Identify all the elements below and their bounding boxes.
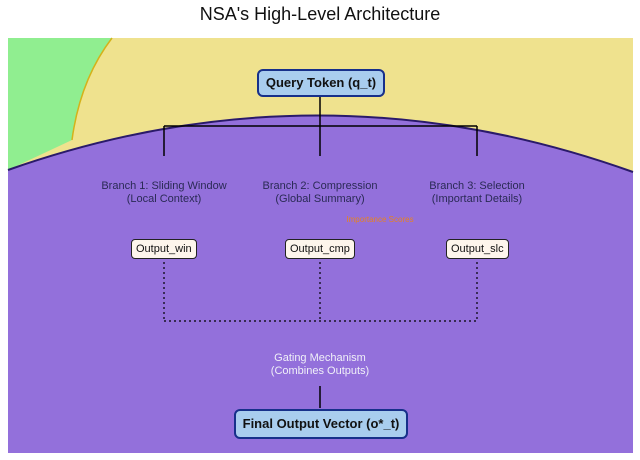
purple-region: [8, 115, 633, 454]
branch-2-title: Branch 2: Compression (Global Summary): [262, 180, 378, 205]
gating-mechanism-label: Gating Mechanism (Combines Outputs): [270, 352, 370, 377]
query-token-box: Query Token (q_t): [257, 69, 385, 97]
final-output-box: Final Output Vector (o*_t): [234, 409, 408, 439]
importance-scores-label: Importance Scores: [346, 215, 414, 224]
branch-1-title: Branch 1: Sliding Window (Local Context): [101, 180, 227, 205]
output-cmp-box: Output_cmp: [285, 239, 355, 259]
green-region: [8, 38, 112, 170]
query-token-label: Query Token (q_t): [265, 75, 377, 90]
output-win-box: Output_win: [131, 239, 197, 259]
output-slc-box: Output_slc: [446, 239, 509, 259]
green-region-border: [71, 37, 113, 141]
branch-3-title: Branch 3: Selection (Important Details): [429, 180, 525, 205]
final-output-label: Final Output Vector (o*_t): [242, 416, 400, 431]
diagram-title: NSA's High-Level Architecture: [199, 4, 441, 24]
